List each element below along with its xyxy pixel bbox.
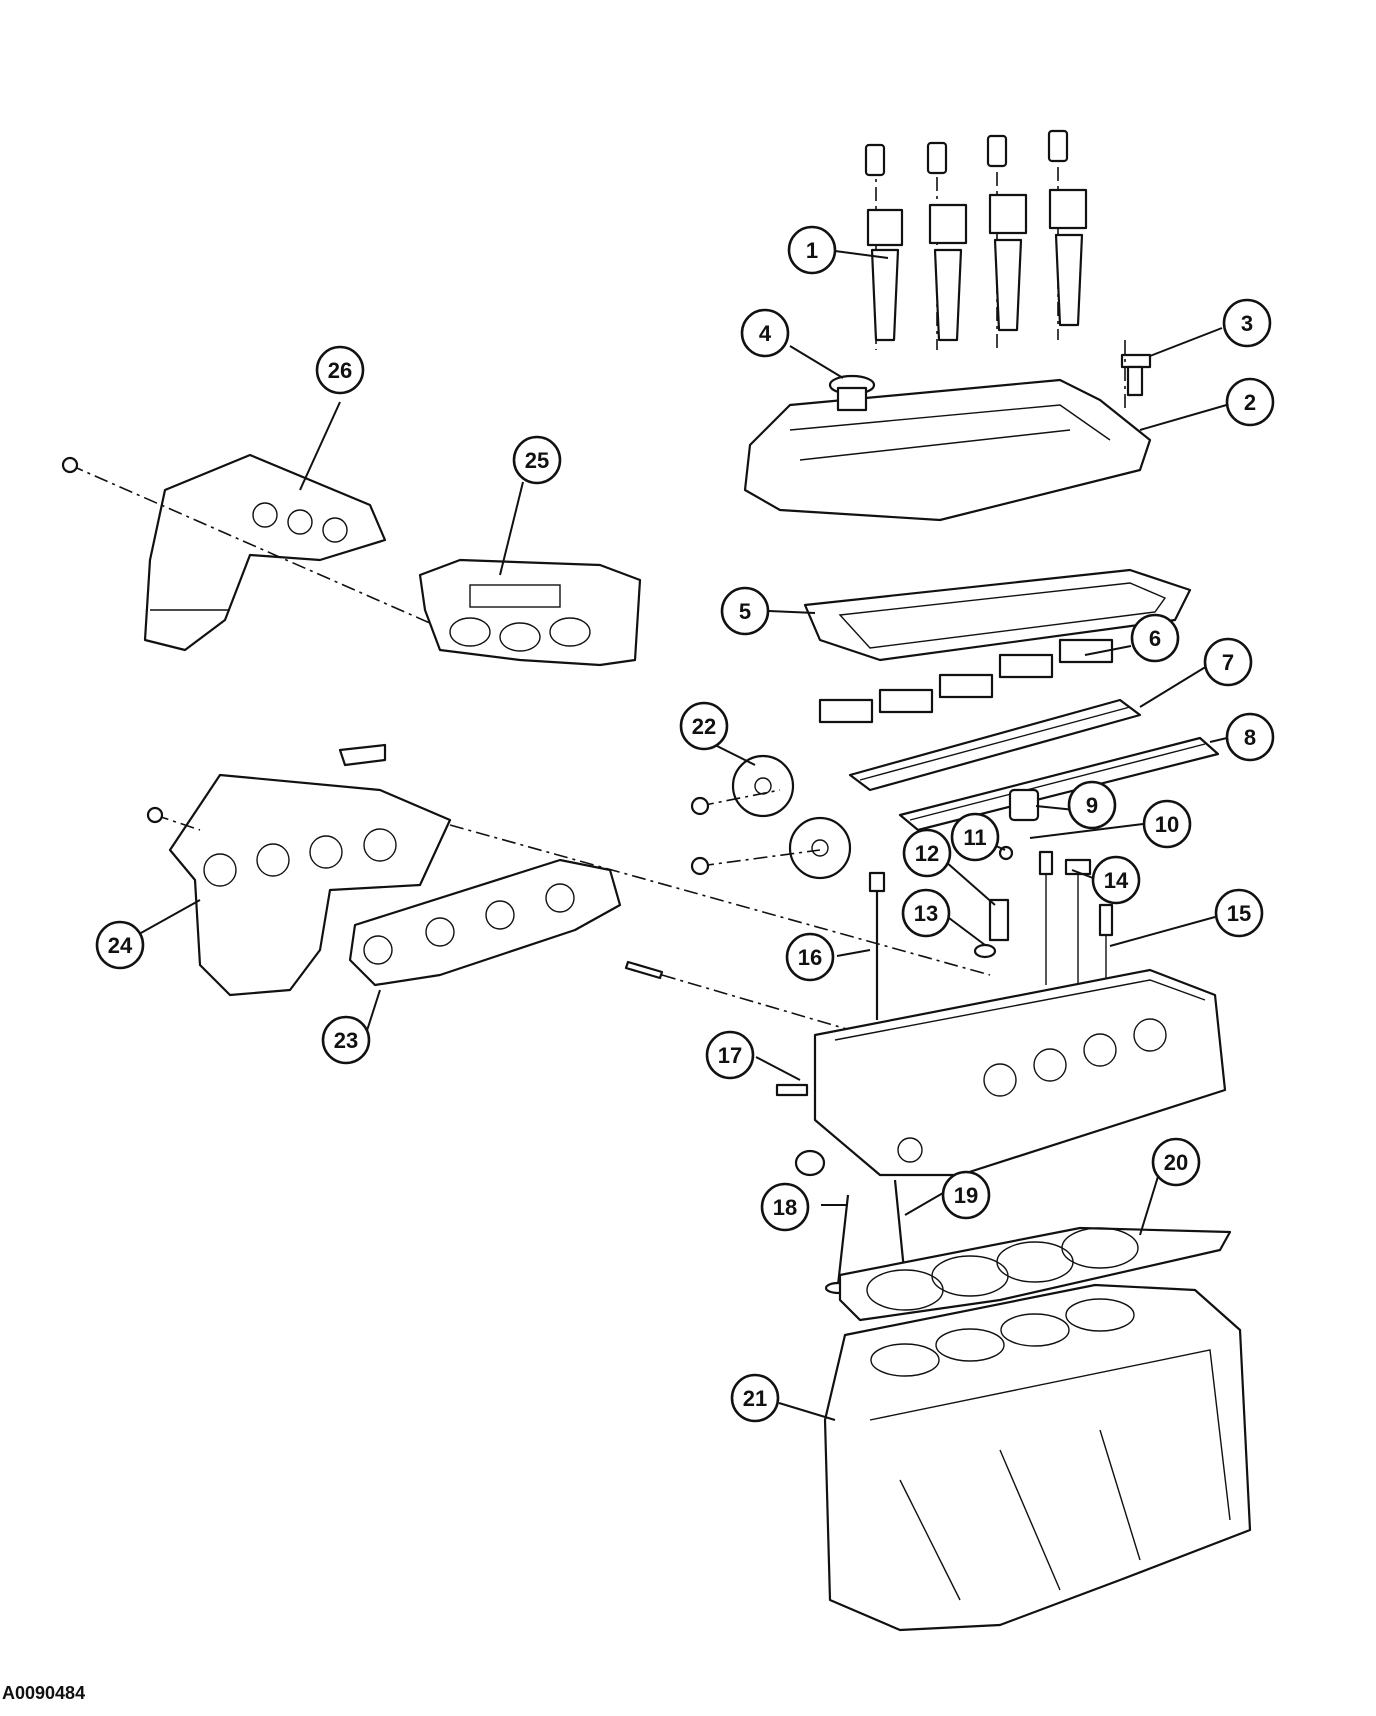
callout-14: 14: [1091, 855, 1141, 905]
callout-25: 25: [512, 435, 562, 485]
oil-filler-cap: [828, 374, 876, 412]
callout-13: 13: [901, 888, 951, 938]
callout-22: 22: [679, 701, 729, 751]
svg-text:13: 13: [914, 901, 938, 926]
exhaust-manifold-lower: [146, 743, 991, 997]
svg-text:18: 18: [773, 1195, 797, 1220]
callout-10: 10: [1142, 799, 1192, 849]
callout-7: 7: [1203, 637, 1253, 687]
svg-text:7: 7: [1222, 650, 1234, 675]
svg-text:21: 21: [743, 1386, 767, 1411]
manifold-stud: [624, 960, 851, 1031]
svg-text:1: 1: [806, 238, 818, 263]
svg-text:23: 23: [334, 1028, 358, 1053]
callout-20: 20: [1151, 1137, 1201, 1187]
callout-9: 9: [1067, 780, 1117, 830]
expansion-plug: [794, 1149, 826, 1177]
ignition-coil: [1047, 129, 1088, 340]
dowel-pin: [775, 1083, 809, 1097]
valve-cover-gasket: [803, 568, 1192, 662]
svg-text:3: 3: [1241, 311, 1253, 336]
svg-text:20: 20: [1164, 1150, 1188, 1175]
svg-text:8: 8: [1244, 725, 1256, 750]
callout-12: 12: [902, 828, 952, 878]
svg-text:2: 2: [1244, 390, 1256, 415]
callout-1: 1: [787, 225, 837, 275]
valve-cover: [743, 378, 1152, 522]
svg-text:6: 6: [1149, 626, 1161, 651]
svg-text:25: 25: [525, 448, 549, 473]
callout-18: 18: [760, 1182, 810, 1232]
callout-11: 11: [950, 812, 1000, 862]
svg-text:10: 10: [1155, 812, 1179, 837]
svg-text:14: 14: [1104, 868, 1129, 893]
svg-text:22: 22: [692, 714, 716, 739]
callout-17: 17: [705, 1030, 755, 1080]
callout-3: 3: [1222, 298, 1272, 348]
callout-26: 26: [315, 345, 365, 395]
svg-text:15: 15: [1227, 901, 1251, 926]
ignition-coil: [926, 141, 968, 350]
svg-text:16: 16: [798, 945, 822, 970]
callout-8: 8: [1225, 712, 1275, 762]
svg-text:26: 26: [328, 358, 352, 383]
camshaft-bearing-caps: [818, 638, 1114, 724]
ignition-coil: [986, 134, 1028, 350]
cylinder-head-bolt: [868, 871, 886, 1020]
svg-text:24: 24: [108, 933, 133, 958]
ignition-coil: [864, 143, 904, 350]
exhaust-manifold-gasket-upper: [418, 558, 642, 667]
callout-5: 5: [720, 586, 770, 636]
camshafts: [848, 698, 1220, 832]
callout-19: 19: [941, 1170, 991, 1220]
head-gasket: [838, 1226, 1232, 1322]
exhaust-manifold-upper: [61, 453, 481, 652]
callout-15: 15: [1214, 888, 1264, 938]
exhaust-manifold-gasket-lower: [348, 858, 622, 987]
callout-24: 24: [95, 920, 145, 970]
figure-id: A0090484: [2, 1683, 86, 1703]
callout-23: 23: [321, 1015, 371, 1065]
camshaft-sprockets: [690, 754, 852, 880]
svg-text:19: 19: [954, 1183, 978, 1208]
svg-text:11: 11: [963, 825, 986, 850]
cylinder-block: [823, 1283, 1252, 1632]
svg-text:4: 4: [759, 321, 772, 346]
svg-text:5: 5: [739, 599, 751, 624]
callout-21: 21: [730, 1373, 780, 1423]
camshaft-position-sensor: [1120, 340, 1152, 410]
callout-2: 2: [1225, 377, 1275, 427]
cylinder-head: [813, 968, 1227, 1177]
svg-text:17: 17: [718, 1043, 742, 1068]
callout-4: 4: [740, 308, 790, 358]
callout-16: 16: [785, 932, 835, 982]
svg-text:12: 12: [915, 841, 939, 866]
ignition-coils: [864, 129, 1088, 350]
callout-6: 6: [1130, 613, 1180, 663]
svg-text:9: 9: [1086, 793, 1098, 818]
